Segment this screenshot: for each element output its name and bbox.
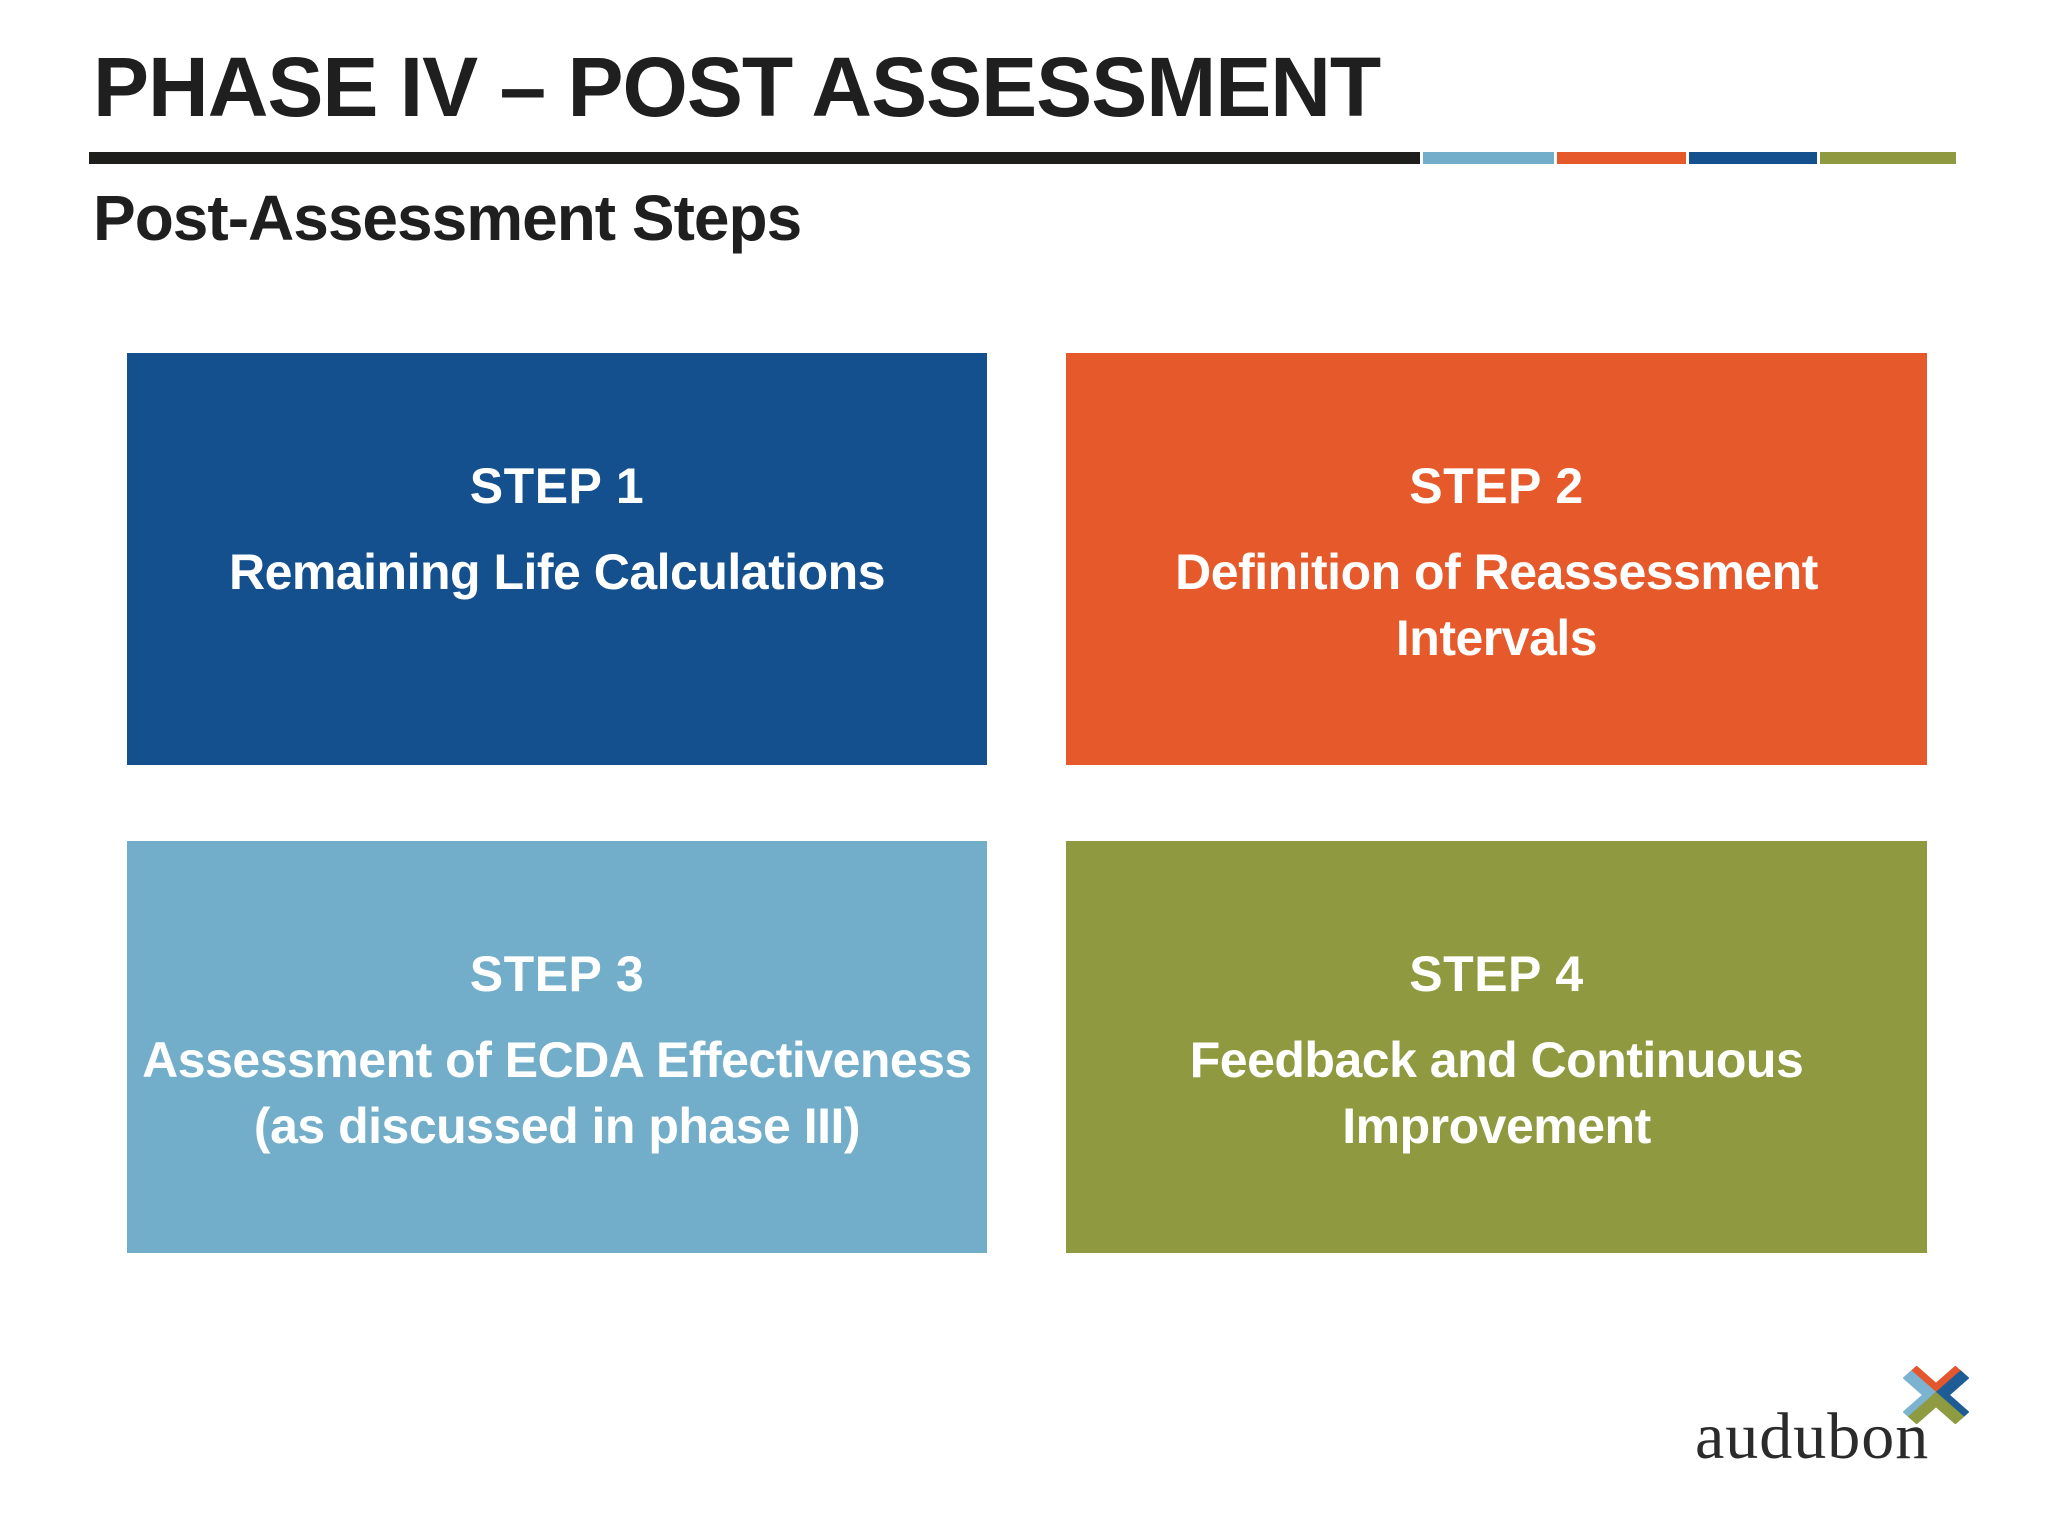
step-label: STEP 1	[469, 458, 645, 514]
divider-segment-black	[89, 152, 1420, 164]
title-divider	[89, 152, 1956, 164]
divider-segment-light-blue	[1423, 152, 1554, 164]
step-box-4: STEP 4 Feedback and Continuous Improveme…	[1066, 841, 1927, 1253]
step-desc-line: Definition of Reassessment	[1175, 544, 1818, 600]
audubon-wordmark: audubon	[1695, 1400, 1930, 1473]
step-desc-line: (as discussed in phase III)	[253, 1098, 861, 1154]
divider-segment-orange	[1557, 152, 1686, 164]
step-label: STEP 2	[1409, 458, 1584, 514]
slide-title: PHASE IV – POST ASSESSMENT	[93, 40, 1381, 134]
step-label: STEP 4	[1409, 946, 1584, 1002]
step-desc-line: Improvement	[1342, 1098, 1651, 1154]
step-desc: Remaining Life Calculations	[228, 539, 886, 605]
step-desc-line: Assessment of ECDA Effectiveness	[142, 1032, 972, 1088]
chevron-top-icon	[1907, 1366, 1965, 1399]
step-desc: Feedback and Continuous Improvement	[1190, 1027, 1804, 1159]
divider-segment-dark-blue	[1689, 152, 1817, 164]
divider-segment-olive	[1820, 152, 1956, 164]
audubon-x-icon	[1903, 1366, 1969, 1424]
step-desc-line: Remaining Life Calculations	[228, 544, 886, 600]
step-label: STEP 3	[469, 946, 645, 1002]
audubon-logo: audubon	[1690, 1360, 2020, 1490]
step-box-1: STEP 1 Remaining Life Calculations	[127, 353, 987, 765]
chevron-left-icon	[1903, 1370, 1940, 1420]
step-desc: Definition of Reassessment Intervals	[1175, 539, 1818, 671]
steps-grid: STEP 1 Remaining Life Calculations STEP …	[127, 353, 1927, 1253]
step-box-2: STEP 2 Definition of Reassessment Interv…	[1066, 353, 1927, 765]
step-box-3: STEP 3 Assessment of ECDA Effectiveness …	[127, 841, 987, 1253]
step-desc-line: Intervals	[1395, 610, 1598, 666]
step-desc-line: Feedback and Continuous	[1189, 1032, 1804, 1088]
step-desc: Assessment of ECDA Effectiveness (as dis…	[142, 1027, 972, 1159]
slide-subtitle: Post-Assessment Steps	[93, 182, 802, 254]
chevron-bottom-icon	[1907, 1391, 1965, 1424]
chevron-right-icon	[1932, 1370, 1969, 1420]
